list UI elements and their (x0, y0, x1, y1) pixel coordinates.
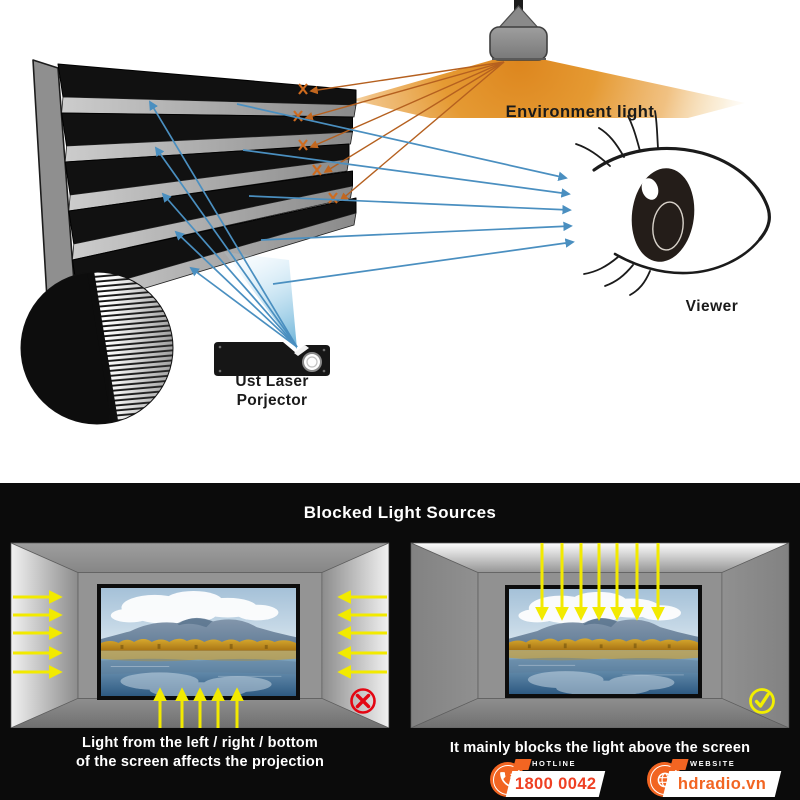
landscape-image (509, 589, 698, 694)
side-bottom-light-arrows (13, 590, 387, 728)
left-room-caption: Light from the left / right / bottom of … (8, 734, 392, 771)
section-title: Blocked Light Sources (303, 503, 497, 522)
eye-icon (575, 110, 771, 296)
louver-screen-illustration (32, 59, 357, 317)
projection-screen (505, 585, 702, 698)
projector-illustration (214, 342, 330, 376)
environment-light-cone (352, 60, 745, 118)
landscape-image (101, 588, 296, 696)
hotline-label: HOTLINE (532, 759, 577, 768)
top-light-arrows (535, 543, 665, 621)
blocked-cross-icon (350, 688, 376, 714)
hotline-number-plate: 1800 0042 (505, 771, 606, 797)
microstructure-magnifier-inset (20, 271, 174, 425)
room-top-light-illustration (408, 540, 792, 728)
projector-beam (224, 252, 297, 349)
projection-screen (97, 584, 300, 700)
blocked-light-sources-panel: Blocked Light Sources (0, 483, 800, 800)
room-side-light-illustration (8, 540, 392, 728)
hotline-number: 1800 0042 (514, 774, 597, 793)
environment-light-rays (304, 61, 505, 202)
allowed-check-icon (749, 688, 775, 714)
website-label: WEBSITE (690, 759, 736, 768)
right-room-caption: It mainly blocks the light above the scr… (449, 740, 751, 756)
phone-icon (499, 771, 516, 788)
projector-label: Ust Laser Porjector (190, 372, 354, 410)
reflected-rays (236, 103, 575, 285)
alr-screen-diagram (20, 0, 771, 425)
environment-light-label: Environment light (505, 103, 655, 121)
blocked-x-marks (293, 83, 338, 204)
website-url: hdradio.vn (677, 774, 767, 793)
left-caption-line1: Light from the left / right / bottom (82, 735, 318, 751)
globe-icon (657, 772, 672, 787)
projector-label-line2: Porjector (236, 392, 308, 409)
projector-label-line1: Ust Laser (235, 373, 309, 390)
left-caption-line2: of the screen affects the projection (75, 753, 325, 770)
ceiling-lamp-icon (489, 0, 548, 61)
projector-rays (149, 100, 298, 348)
viewer-label: Viewer (685, 298, 739, 315)
website-url-plate: hdradio.vn (662, 771, 782, 797)
